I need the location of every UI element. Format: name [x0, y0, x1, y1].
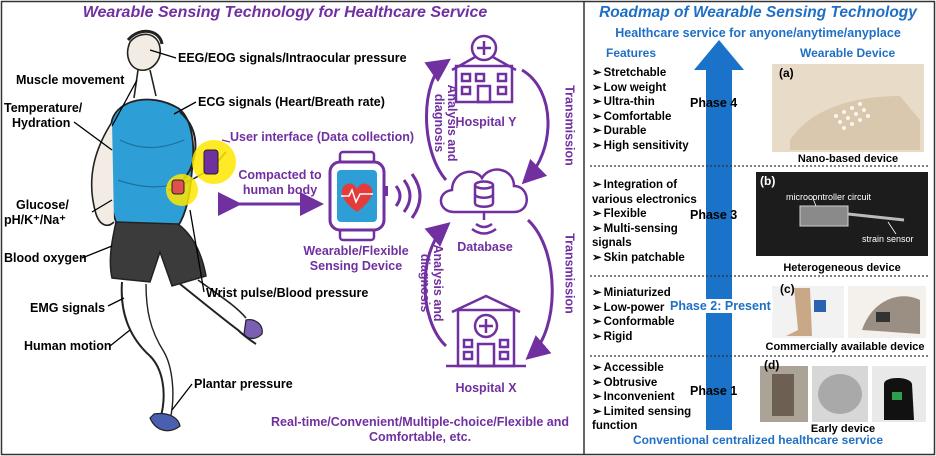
transmission-label-top: Transmission	[562, 85, 577, 166]
feature-item: Limited sensing function	[592, 405, 710, 434]
phase4-features: Stretchable Low weight Ultra-thin Comfor…	[592, 66, 712, 154]
device-letter-a: (a)	[779, 66, 794, 80]
smartwatch-icon	[328, 150, 388, 242]
wireless-icon	[394, 173, 422, 219]
hospital-x-icon	[446, 294, 526, 368]
device-caption-b: Heterogeneous device	[783, 262, 901, 274]
label-blood-oxygen: Blood oxygen	[4, 251, 87, 265]
hospital-x-label: Hospital X	[455, 381, 517, 395]
right-panel-footer: Conventional centralized healthcare serv…	[632, 433, 884, 447]
phase1-features: Accessible Obtrusive Inconvenient Limite…	[592, 361, 710, 434]
feature-item: Inconvenient	[592, 390, 710, 405]
feature-item: Multi-sensing signals	[592, 222, 704, 251]
label-emg: EMG signals	[30, 301, 106, 315]
device-letter-d: (d)	[764, 358, 780, 372]
hospital-y-icon	[451, 34, 517, 104]
feature-item: Flexible	[592, 207, 704, 222]
feature-item: Rigid	[592, 330, 702, 345]
compacted-label: Compacted to human body	[238, 168, 322, 197]
features-header: Features	[606, 46, 657, 60]
feature-item: Low-power	[592, 301, 702, 316]
feature-item: Durable	[592, 124, 712, 139]
feature-item: Obtrusive	[592, 376, 710, 391]
phase1-label: Phase 1	[690, 384, 738, 398]
device-photos	[756, 64, 928, 422]
label-eeg: EEG/EOG signals/Intraocular pressure	[178, 51, 407, 65]
analysis-label-bottom: Analysis and diagnosis	[418, 244, 445, 322]
hospital-y-label: Hospital Y	[455, 115, 517, 129]
feature-item: Low weight	[592, 81, 712, 96]
bottom-benefits-text: Real-time/Convenient/Multiple-choice/Fle…	[271, 415, 569, 444]
feature-item: Comfortable	[592, 110, 712, 125]
phase2-label: Phase 2: Present	[668, 299, 773, 313]
phase3-label: Phase 3	[690, 208, 738, 222]
phase2-features: Miniaturized Low-power Conformable Rigid	[592, 286, 702, 344]
label-muscle-movement: Muscle movement	[16, 73, 125, 87]
label-user-interface: User interface (Data collection)	[230, 130, 415, 144]
label-hydration: Hydration	[12, 116, 71, 130]
feature-item: Skin patchable	[592, 251, 704, 266]
phase3-features: Integration of various electronics Flexi…	[592, 178, 704, 266]
feature-item: Miniaturized	[592, 286, 702, 301]
device-header: Wearable Device	[800, 46, 896, 60]
feature-item: Ultra-thin	[592, 95, 712, 110]
right-panel-subtitle: Healthcare service for anyone/anytime/an…	[615, 26, 901, 40]
label-ions: pH/K⁺/Na⁺	[4, 213, 66, 227]
feature-item: Integration of various electronics	[592, 178, 704, 207]
feature-item: Accessible	[592, 361, 710, 376]
feature-item: Stretchable	[592, 66, 712, 81]
label-temperature: Temperature/	[4, 101, 83, 115]
photo-label-microcontroller: microcontroller circuit	[786, 192, 872, 202]
device-letter-c: (c)	[780, 282, 795, 296]
device-caption-a: Nano-based device	[797, 153, 899, 165]
label-ecg: ECG signals (Heart/Breath rate)	[198, 95, 385, 109]
photo-label-strain-sensor: strain sensor	[862, 234, 914, 244]
device-letter-b: (b)	[760, 174, 776, 188]
database-label: Database	[457, 240, 513, 254]
phase4-label: Phase 4	[690, 96, 738, 110]
device-caption-d: Early device	[810, 423, 876, 435]
transmission-label-bottom: Transmission	[562, 233, 577, 314]
right-panel-title: Roadmap of Wearable Sensing Technology	[599, 4, 917, 21]
left-panel-title: Wearable Sensing Technology for Healthca…	[82, 4, 488, 21]
label-human-motion: Human motion	[24, 339, 112, 353]
database-cloud-icon	[439, 168, 528, 235]
device-caption-c: Commercially available device	[765, 341, 925, 353]
analysis-label-top: Analysis and diagnosis	[432, 84, 459, 162]
device-label: Wearable/Flexible Sensing Device	[303, 244, 409, 273]
feature-item: High sensitivity	[592, 139, 712, 154]
label-wrist-pulse: Wrist pulse/Blood pressure	[206, 286, 369, 300]
label-glucose: Glucose/	[16, 198, 69, 212]
roadmap-arrow-head	[694, 40, 744, 70]
runner-figure	[90, 29, 263, 432]
feature-item: Conformable	[592, 315, 702, 330]
label-plantar-pressure: Plantar pressure	[194, 377, 293, 391]
